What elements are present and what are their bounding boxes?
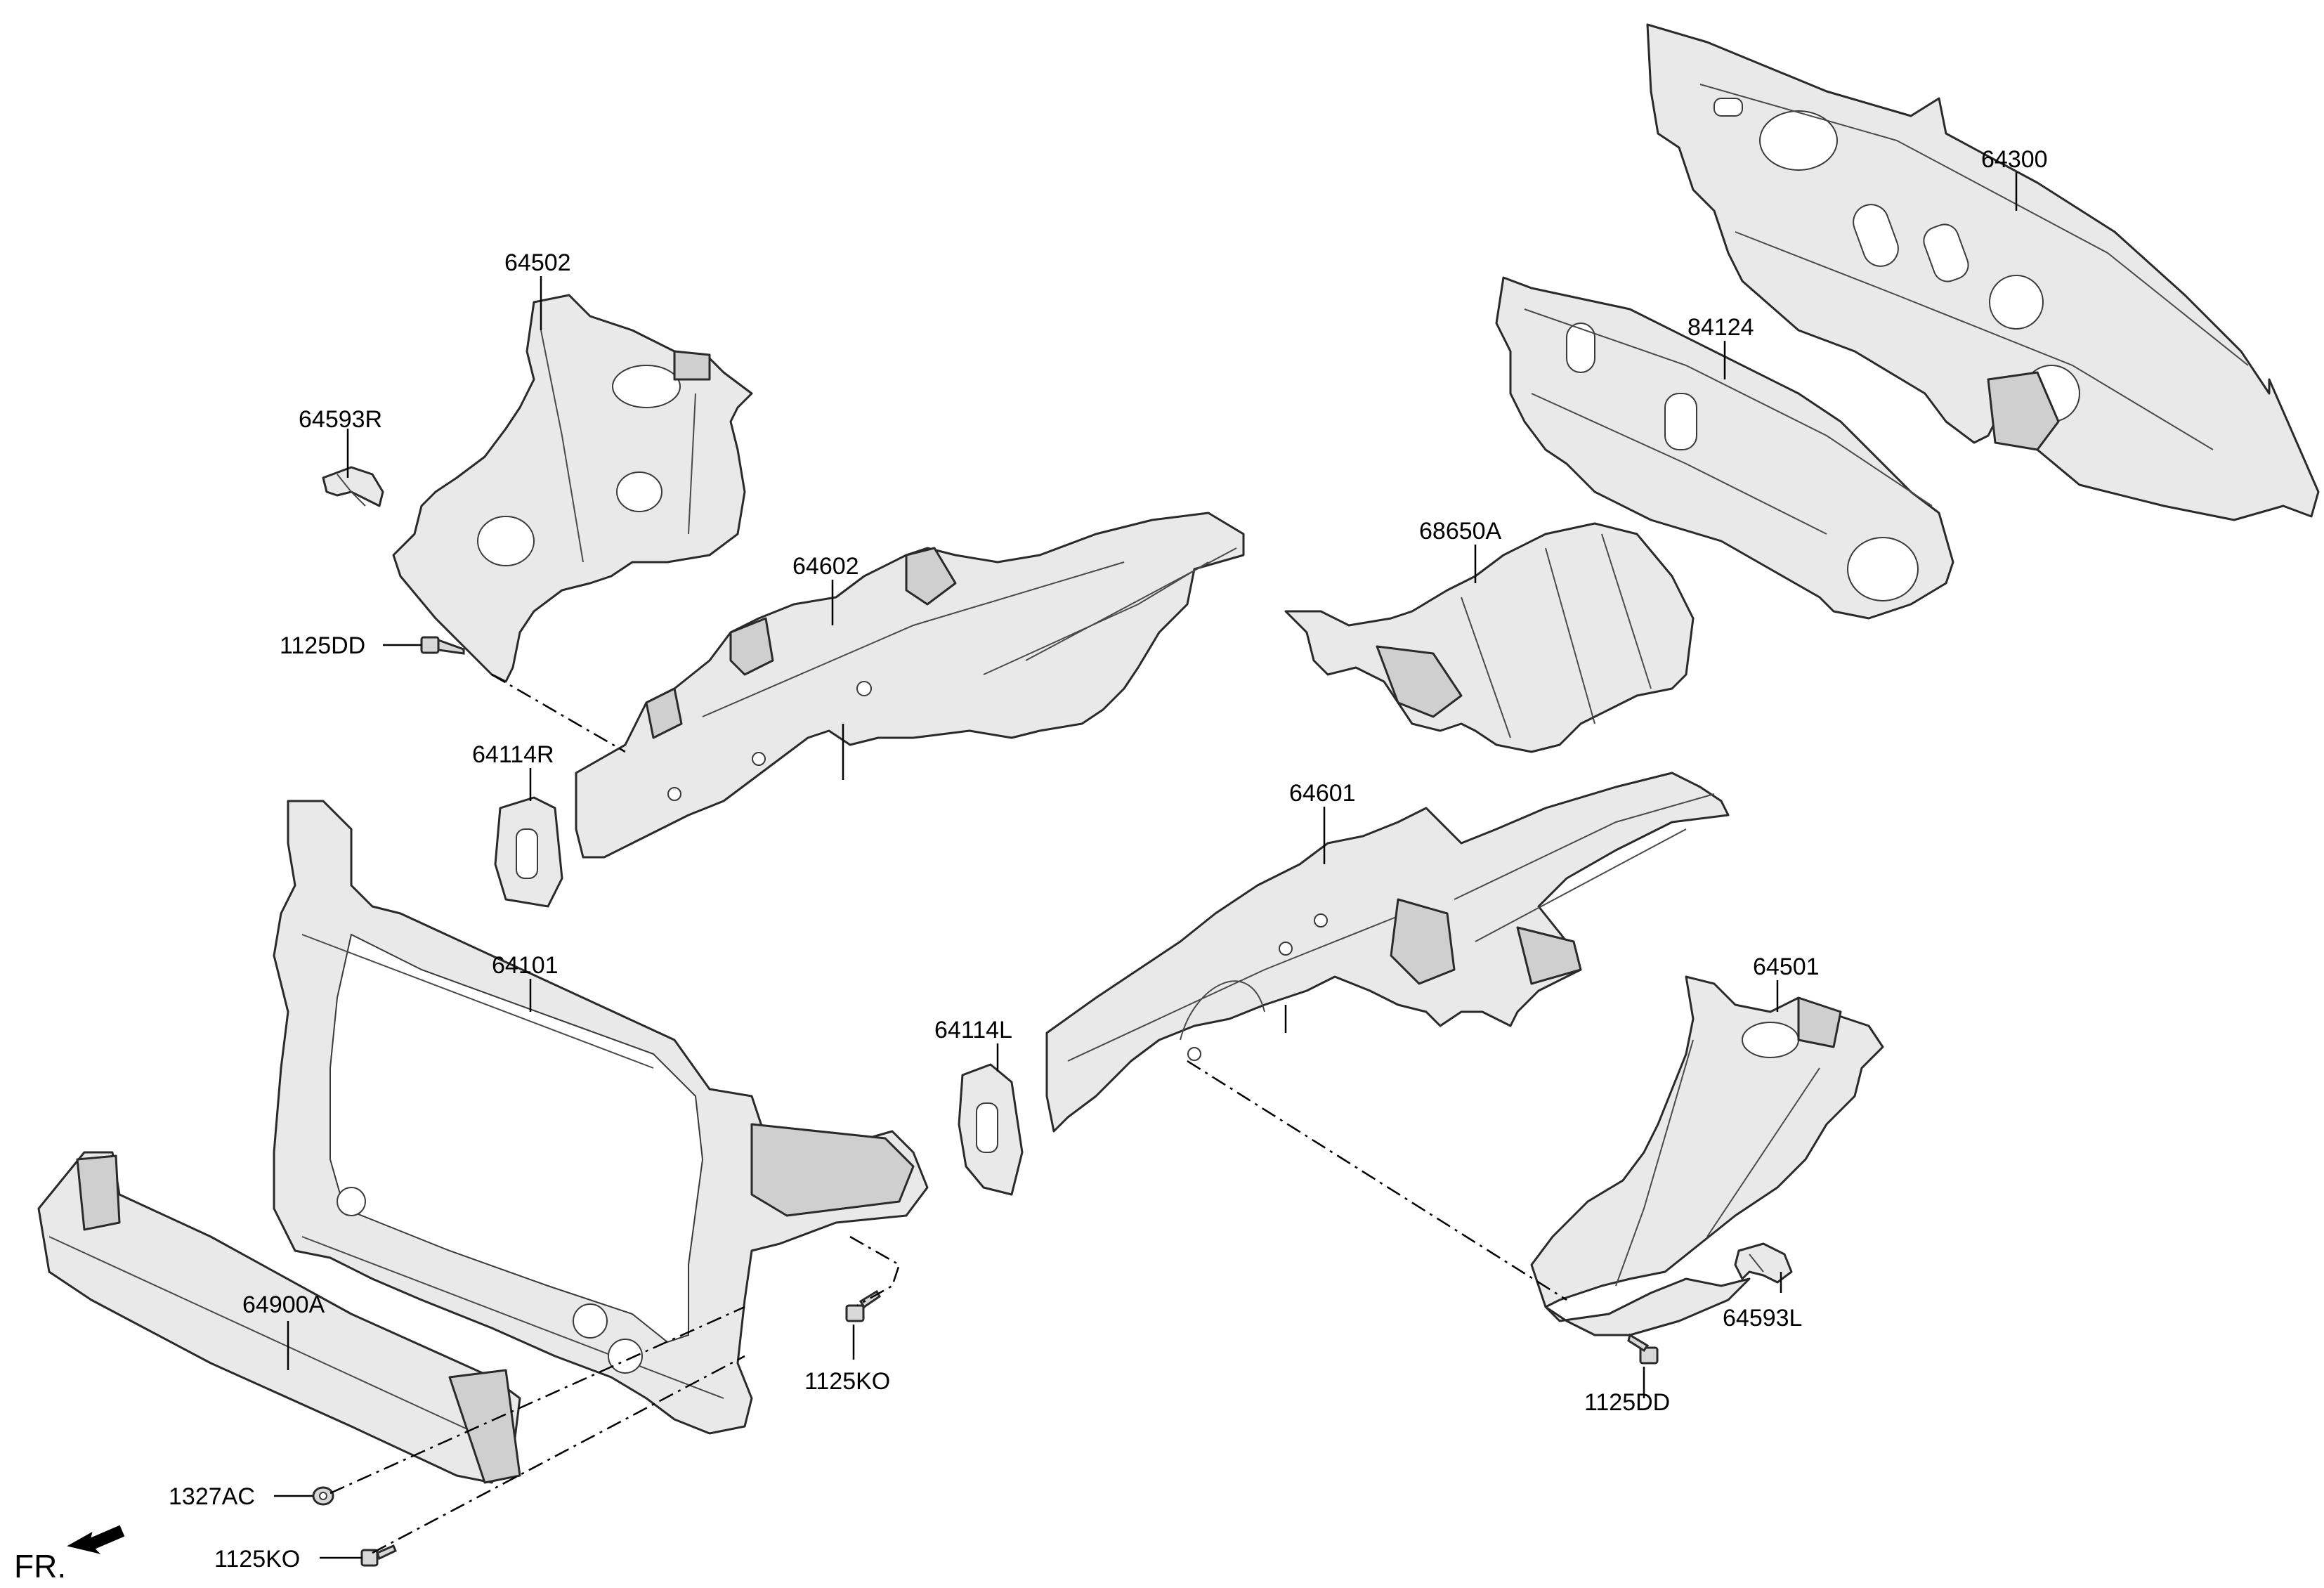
leader-lines: [274, 172, 2018, 1559]
part-64593L-bracket: [1734, 1242, 1793, 1284]
part-64602-side-member-rh: [575, 512, 1245, 859]
part-64300-dash-panel: [1646, 23, 2320, 521]
nut-icon: [312, 1486, 334, 1506]
label-1125DD-top: 1125DD: [280, 632, 365, 659]
label-84124: 84124: [1687, 314, 1754, 341]
label-64593L: 64593L: [1723, 1305, 1802, 1332]
label-1125KO-bottom: 1125KO: [214, 1546, 300, 1573]
part-84124-insulator: [1495, 276, 1954, 620]
part-68650A-heat-protector: [1284, 522, 1695, 753]
label-64300: 64300: [1981, 146, 2048, 173]
label-64900A: 64900A: [242, 1291, 325, 1318]
part-64601-side-member-lh: [1045, 772, 1730, 1133]
part-number-labels: 64300 84124 68650A 64502 64593R 1125DD 6…: [169, 146, 2048, 1573]
part-64114R-plate: [494, 796, 563, 908]
bolt-icon: [1627, 1333, 1659, 1365]
part-64501-fender-apron-lh: [1530, 975, 1884, 1336]
front-direction-indicator: FR.: [14, 1525, 125, 1584]
label-64114L: 64114L: [934, 1017, 1012, 1043]
label-64501: 64501: [1753, 954, 1820, 980]
label-64101: 64101: [492, 952, 559, 979]
label-64502: 64502: [504, 249, 571, 276]
assembly-dash-lines: [329, 673, 1567, 1554]
label-64602: 64602: [792, 553, 859, 580]
front-label: FR.: [14, 1548, 66, 1584]
label-64601: 64601: [1289, 780, 1356, 807]
label-1327AC: 1327AC: [169, 1483, 255, 1510]
part-64593R-bracket: [322, 466, 384, 507]
part-64114L-plate: [958, 1063, 1024, 1196]
part-64900A-bumper-beam: [37, 1151, 521, 1484]
label-64593R: 64593R: [299, 406, 382, 433]
label-1125KO-mid: 1125KO: [804, 1368, 890, 1395]
label-68650A: 68650A: [1419, 518, 1502, 545]
label-1125DD-bottom: 1125DD: [1584, 1389, 1670, 1416]
part-64502-fender-apron-rh: [392, 294, 753, 683]
part-64101-front-end-carrier: [273, 800, 929, 1435]
front-direction-arrow-icon: [67, 1525, 125, 1554]
label-64114R: 64114R: [472, 741, 554, 768]
